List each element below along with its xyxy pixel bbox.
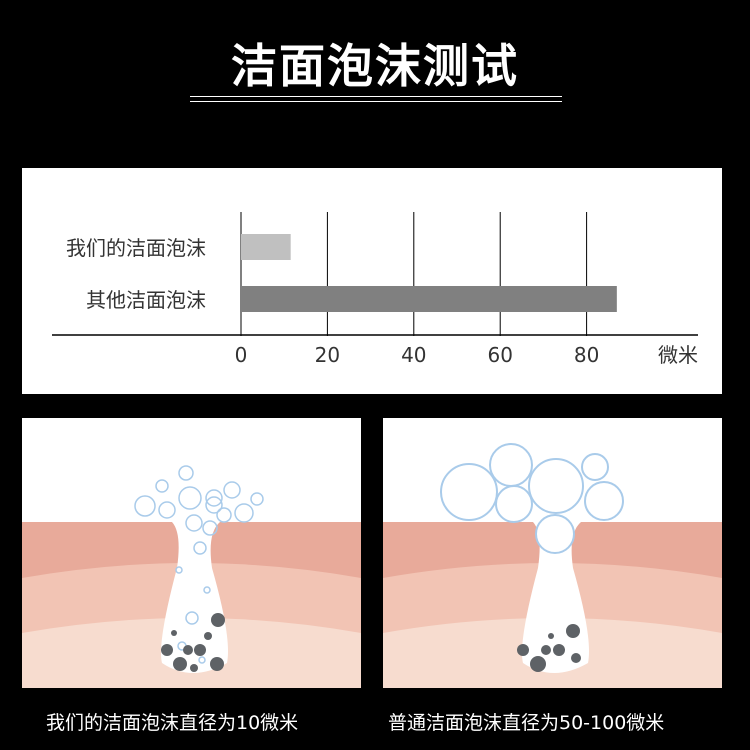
foam-bubble [155,479,169,493]
foam-bubble [205,496,223,514]
x-unit-label: 微米 [658,343,698,367]
dirt-particle [183,645,193,655]
bar-chart: 0 20 40 60 80 微米 我们的洁面泡沫其他洁面泡沫 [22,168,722,394]
foam-bubble [216,507,232,523]
foam-bubble [134,495,156,517]
small-foam-illustration [22,418,361,688]
dirt-particle [194,644,206,656]
foam-bubble [440,463,498,521]
foam-bubble [489,443,533,487]
foam-bubble [185,611,199,625]
foam-bubble [250,492,264,506]
dirt-particle [553,644,565,656]
foam-bubble [158,501,176,519]
dirt-particle [204,632,212,640]
category-label: 我们的洁面泡沫 [66,236,206,260]
foam-bubble [584,481,624,521]
dirt-particle [171,630,177,636]
foam-bubble [193,541,207,555]
dirt-particle [530,656,546,672]
page-title: 洁面泡沫测试 [231,39,519,93]
foam-bubble [234,503,254,523]
bar [241,286,617,312]
x-tick-label: 20 [315,343,340,367]
dirt-particle [173,657,187,671]
dirt-particle [190,664,198,672]
foam-bubble [223,481,241,499]
x-tick-label: 0 [235,343,248,367]
x-tick-label: 40 [401,343,426,367]
foam-bubble [203,586,211,594]
caption-left: 我们的洁面泡沫直径为10微米 [46,712,299,734]
foam-bubble [202,520,218,536]
large-foam-illustration [383,418,722,688]
foam-bubble [198,656,206,664]
title-divider [190,101,562,102]
foam-bubble [495,485,533,523]
x-tick-label: 80 [574,343,599,367]
bar [241,234,291,260]
x-tick-label: 60 [487,343,512,367]
foam-bubble [178,465,194,481]
dirt-particle [211,613,225,627]
dirt-particle [571,653,581,663]
dirt-particle [548,633,554,639]
title-divider [190,96,562,97]
dirt-particle [517,644,529,656]
foam-bubble [205,489,223,507]
dirt-particle [541,645,551,655]
dirt-particle [566,624,580,638]
dirt-particle [210,657,224,671]
category-label: 其他洁面泡沫 [86,288,206,312]
caption-right: 普通洁面泡沫直径为50-100微米 [388,712,665,734]
foam-bubble [535,514,575,554]
foam-bubble [185,514,203,532]
dirt-particle [161,644,173,656]
foam-bubble [175,566,183,574]
foam-bubble [528,458,584,514]
foam-bubble [581,453,609,481]
foam-bubble [178,486,202,510]
